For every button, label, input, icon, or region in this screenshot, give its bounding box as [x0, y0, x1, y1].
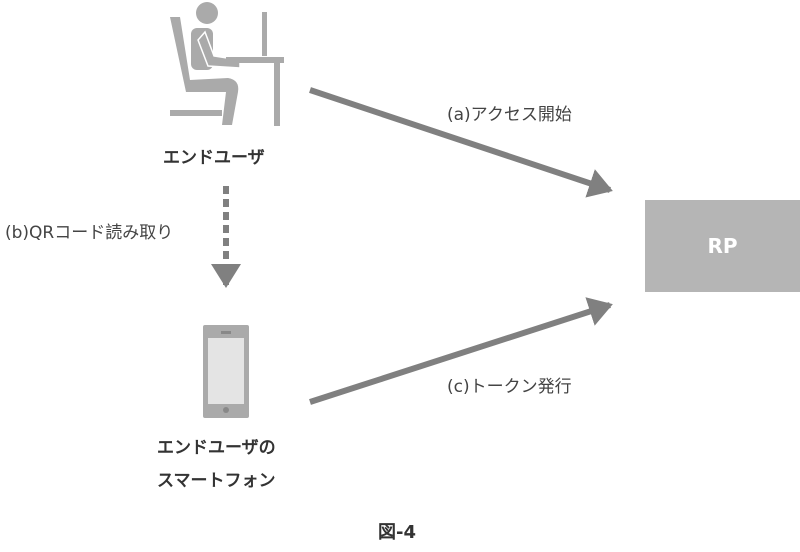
smartphone-label-line1: エンドユーザの: [157, 438, 276, 458]
edge-b-label: (b)QRコード読み取り: [5, 223, 174, 243]
arrow-a: [309, 87, 613, 198]
figure-caption: 図-4: [378, 522, 416, 543]
rp-box: RP: [645, 200, 800, 292]
edge-c-label: (c)トークン発行: [447, 377, 572, 397]
end-user-label: エンドユーザ: [163, 148, 265, 168]
smartphone-label-line2: スマートフォン: [157, 471, 276, 491]
smartphone-icon: [203, 325, 249, 418]
edge-a-label: (a)アクセス開始: [447, 105, 572, 125]
desk-worker-icon: [170, 2, 284, 126]
arrow-c: [309, 297, 613, 405]
